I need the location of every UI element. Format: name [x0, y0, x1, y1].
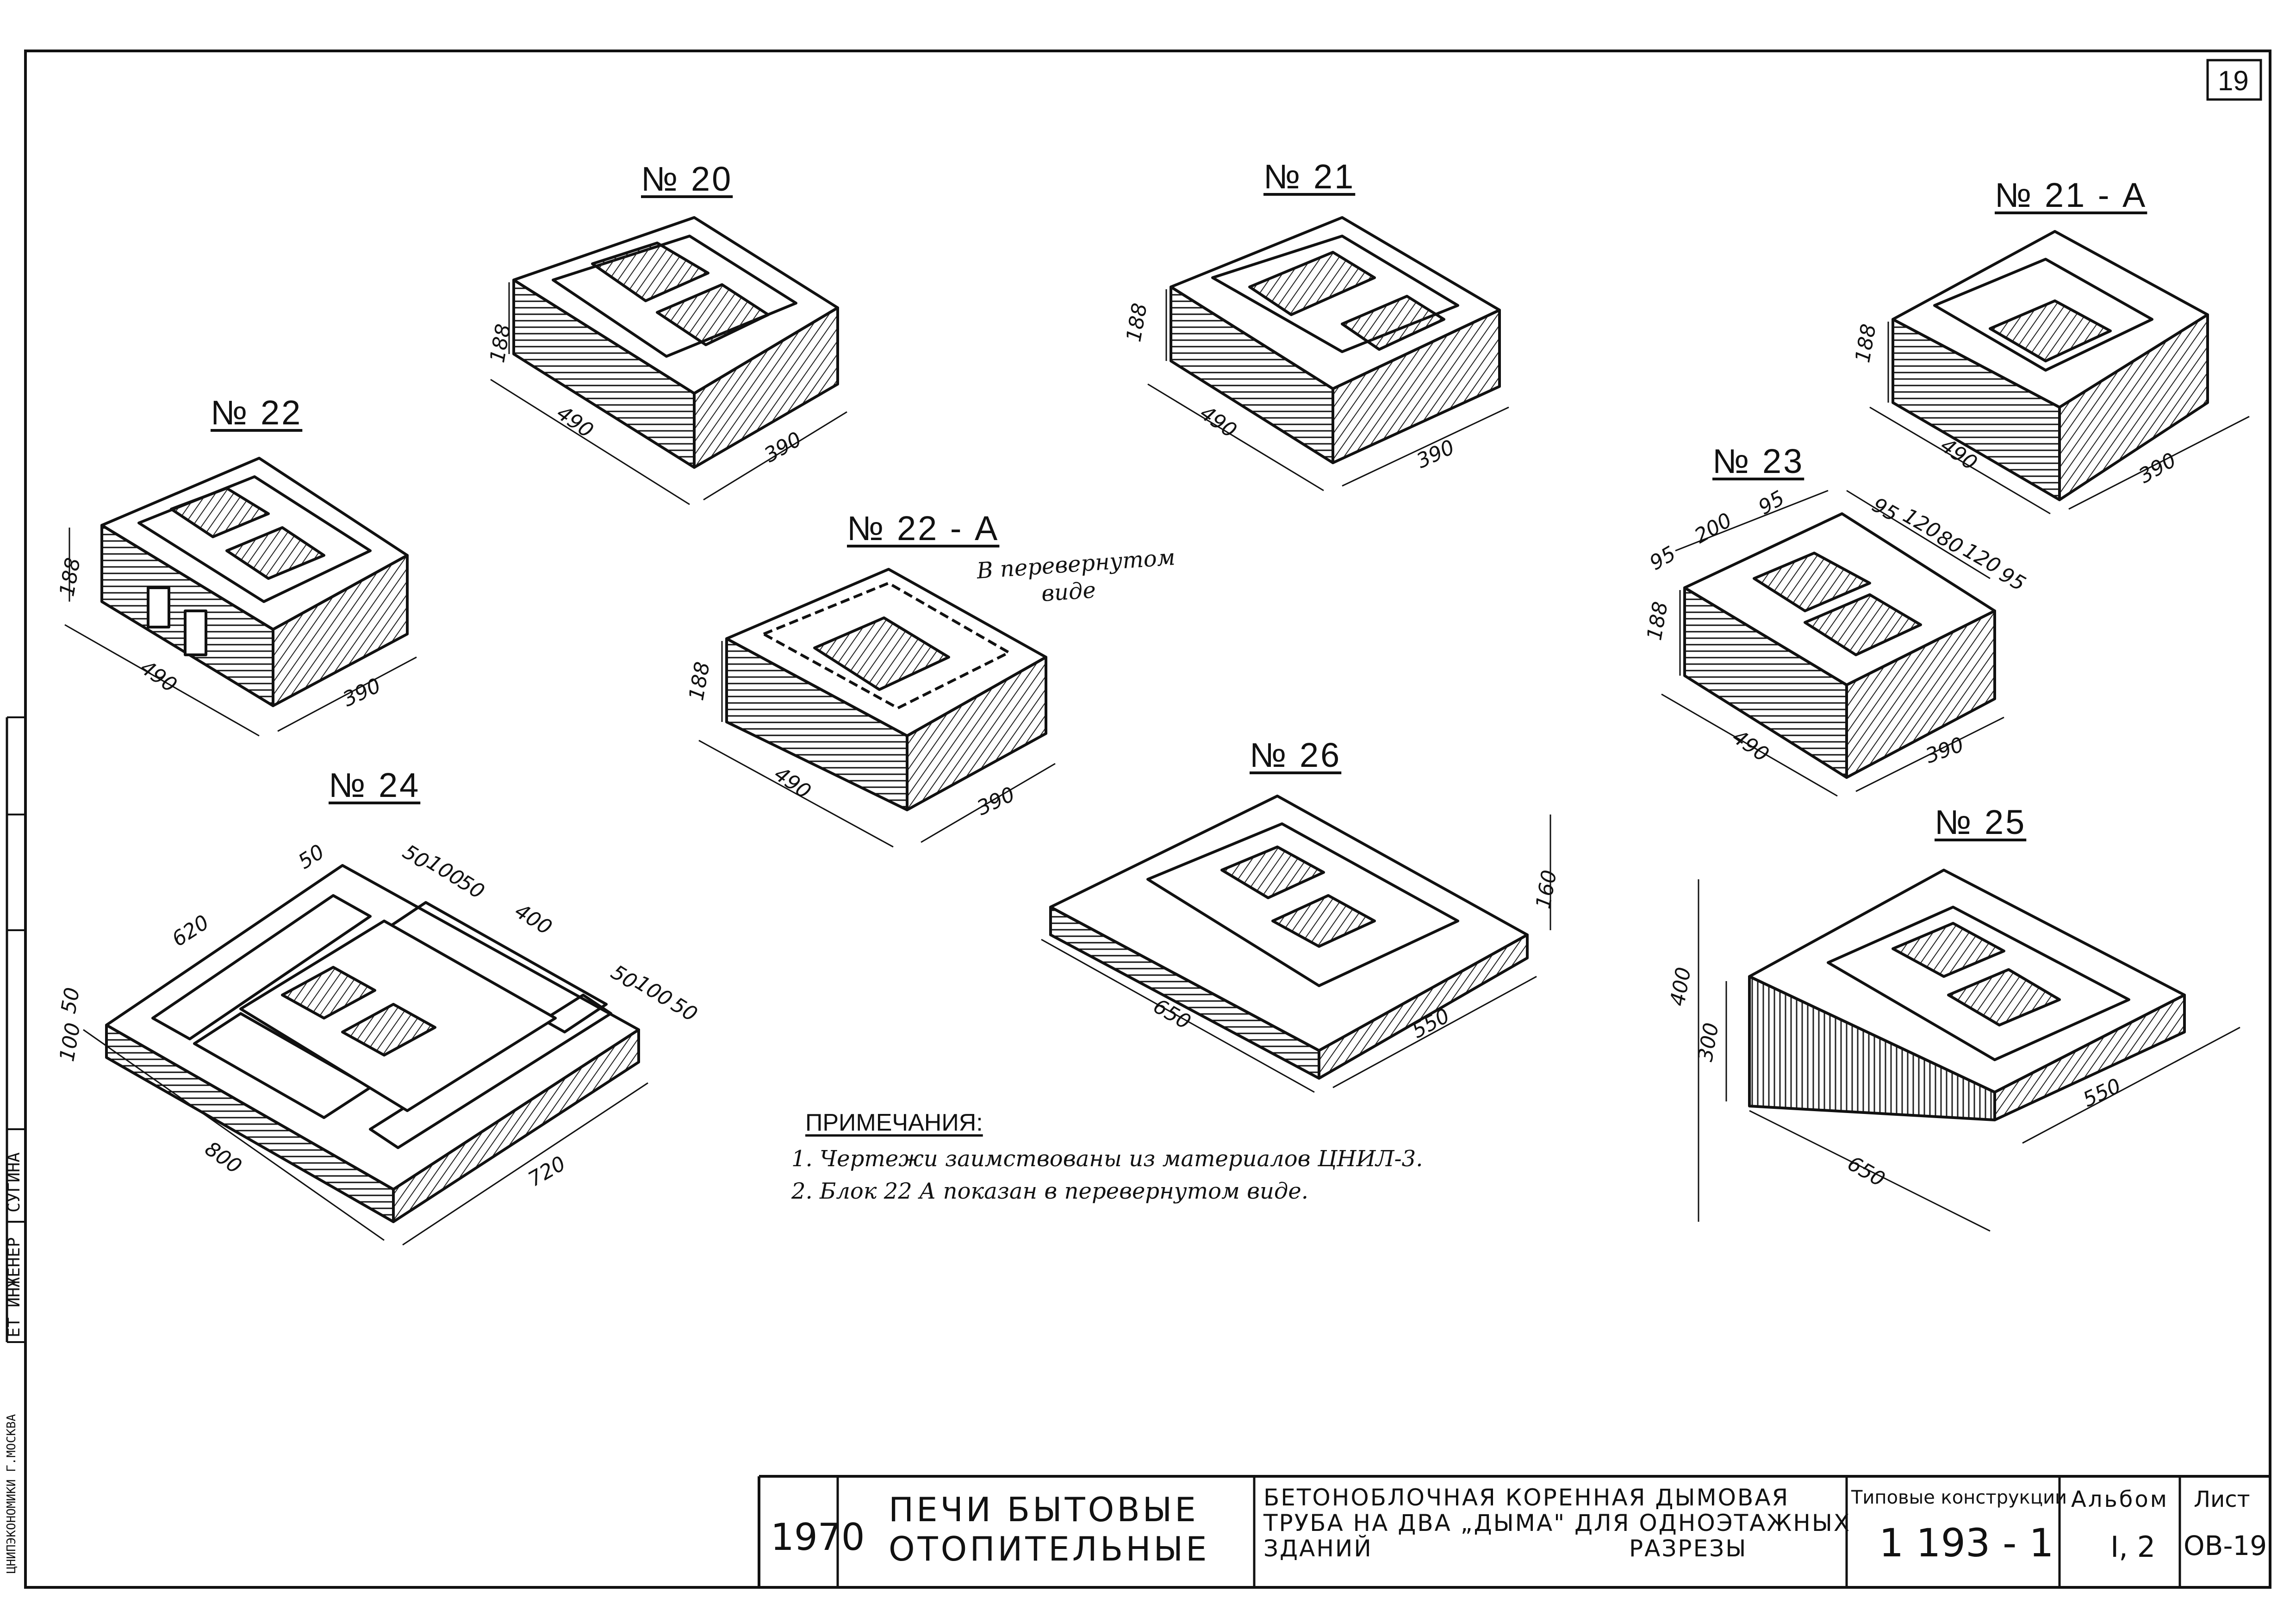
block-22-drawing [64, 457, 417, 737]
titleblock-group-line2: ОТОПИТЕЛЬНЫЕ [889, 1530, 1210, 1568]
block-21-title: № 21 [1263, 157, 1356, 196]
titleblock-album: I, 2 [2110, 1530, 2156, 1564]
block-22-title: № 22 [211, 393, 303, 432]
titleblock-year: 1970 [771, 1516, 865, 1559]
notes-line-2: 2. Блок 22 А показан в перевернутом виде… [791, 1178, 1309, 1204]
titleblock-album-label: Альбом [2071, 1486, 2169, 1512]
margin-org: ЦНИПЭКОНОМИКИ Г.МОСКВА [5, 1414, 19, 1573]
titleblock-group-line1: ПЕЧИ БЫТОВЫЕ [889, 1490, 1199, 1529]
notes-heading: ПРИМЕЧАНИЯ: [805, 1109, 983, 1136]
margin-engineer: ЕТ ИНЖЕНЕР [5, 1237, 24, 1337]
block-23-title: № 23 [1712, 442, 1804, 480]
block-24-title: № 24 [329, 766, 421, 804]
block-26-drawing [1041, 795, 1551, 1093]
block-25-title: № 25 [1935, 803, 2027, 841]
block-22a-title: № 22 - А [847, 509, 1000, 547]
block-24-drawing [83, 864, 648, 1246]
sheet-frame [24, 50, 2271, 1589]
block-26-title: № 26 [1250, 736, 1342, 774]
titleblock-sheet: ОВ-19 [2184, 1530, 2267, 1561]
titleblock-desc-line3: ЗДАНИЙ [1263, 1535, 1373, 1562]
block-25-drawing [1698, 869, 2240, 1232]
block-20-title: № 20 [641, 160, 733, 198]
block-22a-note-line2: виде [1040, 577, 1097, 607]
titleblock-sheet-label: Лист [2194, 1486, 2250, 1512]
block-21a-drawing [1869, 230, 2250, 515]
block-22a-drawing [698, 568, 1056, 848]
block-20-drawing [490, 216, 847, 505]
block-24-dim-50f: 50 [56, 985, 85, 1015]
titleblock-desc-line4: РАЗРЕЗЫ [1629, 1535, 1748, 1562]
block-23-drawing [1661, 490, 2004, 797]
titleblock-series-label: Типовые конструкции [1851, 1487, 2067, 1508]
margin-name: СУГИНА [5, 1152, 24, 1213]
title-block-lines [758, 1475, 2270, 1587]
block-21-drawing [1147, 216, 1509, 491]
sheet-number: 19 [2218, 65, 2249, 96]
titleblock-desc-line1: БЕТОНОБЛОЧНАЯ КОРЕННАЯ ДЫМОВАЯ [1263, 1484, 1790, 1511]
titleblock-desc-line2: ТРУБА НА ДВА „ДЫМА" ДЛЯ ОДНОЭТАЖНЫХ [1263, 1510, 1851, 1536]
margin-strip [6, 716, 25, 1343]
notes-line-1: 1. Чертежи заимствованы из материалов ЦН… [791, 1146, 1423, 1172]
block-21a-title: № 21 - А [1995, 176, 2147, 214]
titleblock-series: 1 193 - 1 [1879, 1520, 2054, 1566]
